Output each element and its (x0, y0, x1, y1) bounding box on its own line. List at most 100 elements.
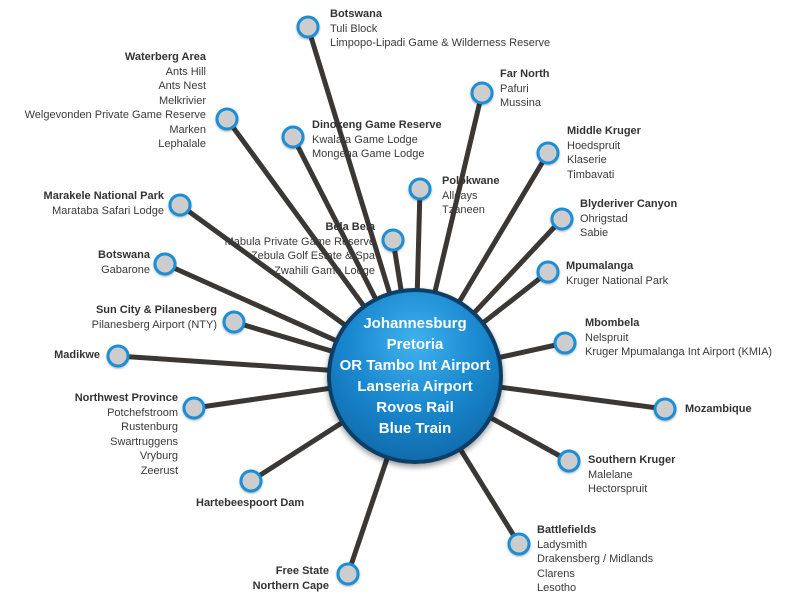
destination-item: Mussina (500, 97, 541, 109)
destination-node (239, 469, 263, 493)
destination-node (536, 141, 560, 165)
destination-item: Ohrigstad (580, 212, 628, 225)
destination-item: Gabarone (101, 263, 150, 276)
destination-title: Sun City & Pilanesberg (95, 304, 217, 316)
destination-title: Mbombela (585, 317, 640, 329)
hub-line-rovos-rail: Rovos Rail (376, 399, 454, 416)
destination-item: Potchefstroom (107, 406, 178, 419)
destination-item: Mongena Game Lodge (312, 148, 425, 160)
destination-node (381, 228, 405, 252)
destination-node (168, 193, 192, 217)
destination-title: Botswana (330, 8, 382, 20)
destination-label: Mozambique (685, 402, 752, 417)
destination-item: Timbavati (567, 168, 615, 181)
destination-item: Marken (169, 123, 206, 136)
destination-title: Botswana (98, 249, 150, 261)
destination-item: Clarens (537, 567, 575, 580)
hub-line-lanseria: Lanseria Airport (357, 378, 473, 395)
destination-title: Middle Kruger (567, 125, 641, 137)
destination-title: Dinokeng Game Reserve (312, 119, 442, 131)
destination-node (215, 107, 239, 131)
destination-title: Madikwe (54, 349, 100, 361)
destination-item: Kruger National Park (566, 274, 669, 287)
destination-item: Lephalale (158, 138, 206, 150)
destination-node (408, 177, 432, 201)
destination-item: Malelane (588, 468, 633, 481)
destination-item: Zwahili Game Lodge (274, 264, 375, 277)
destination-item: Mabula Private Game Reserve (224, 235, 375, 248)
destination-node (336, 562, 360, 586)
destination-item: Ladysmith (537, 538, 588, 551)
destination-node (536, 260, 560, 284)
hub-line-or-tambo: OR Tambo Int Airport (339, 357, 491, 374)
hub-line-johannesburg: Johannesburg (363, 315, 467, 332)
destination-title: Battlefields (537, 524, 597, 536)
destination-item: Kruger Mpumalanga Int Airport (KMIA) (585, 346, 773, 358)
destination-node (653, 397, 677, 421)
destination-node (553, 331, 577, 355)
destination-node (222, 310, 246, 334)
destination-node (106, 344, 130, 368)
destination-title: Polokwane (442, 175, 500, 187)
destination-item: Pafuri (500, 82, 529, 95)
destination-item: Limpopo-Lipadi Game & Wilderness Reserve (330, 37, 551, 49)
destination-item: Zeerust (140, 464, 178, 477)
destination-node (470, 81, 494, 105)
destination-item: Kwalata Game Lodge (312, 133, 418, 146)
destination-item: Klaserie (567, 154, 607, 166)
destination-title: Waterberg Area (124, 51, 206, 63)
destination-item: Swartruggens (110, 435, 178, 448)
destination-item: Tzaneen (442, 204, 485, 216)
destination-title: Far North (500, 68, 550, 80)
hub-circle: Johannesburg Pretoria OR Tambo Int Airpo… (327, 288, 503, 464)
destination-item: Rustenburg (121, 421, 178, 433)
destination-item: Lesotho (537, 582, 577, 594)
destination-node (507, 532, 531, 556)
destination-item: Ants Hill (165, 65, 206, 78)
destination-title: Marakele National Park (43, 190, 164, 202)
destination-item: Drakensberg / Midlands (537, 553, 654, 565)
destination-item: Hoedspruit (567, 139, 621, 152)
destination-title: Bela Bela (325, 221, 375, 233)
destination-title: Northwest Province (74, 392, 178, 404)
destination-item: Tuli Block (330, 22, 378, 35)
destination-title: Free State (275, 565, 329, 577)
destination-title: Mpumalanga (566, 260, 634, 272)
hub-line-blue-train: Blue Train (378, 420, 452, 437)
destination-item: Zebula Golf Estate & Spa (250, 250, 375, 262)
destination-label: Madikwe (54, 348, 100, 363)
destination-item: Marataba Safari Lodge (52, 204, 164, 217)
destination-item: Ants Nest (158, 80, 206, 92)
destination-item: Welgevonden Private Game Reserve (24, 109, 206, 121)
destination-item: Nelspruit (585, 331, 629, 344)
destination-title: Southern Kruger (588, 454, 676, 466)
destination-title: Hartebeespoort Dam (196, 497, 305, 509)
destination-item: Hectorspruit (588, 483, 648, 495)
destination-title: Mozambique (685, 403, 752, 415)
destination-node (557, 449, 581, 473)
destination-item: Alldays (442, 189, 478, 202)
destination-label: Hartebeespoort Dam (196, 496, 304, 511)
destination-title: Blyderiver Canyon (580, 198, 678, 210)
destination-item: Vryburg (139, 450, 178, 462)
destination-node (281, 125, 305, 149)
destination-item: Sabie (580, 227, 609, 239)
destination-node (153, 252, 177, 276)
